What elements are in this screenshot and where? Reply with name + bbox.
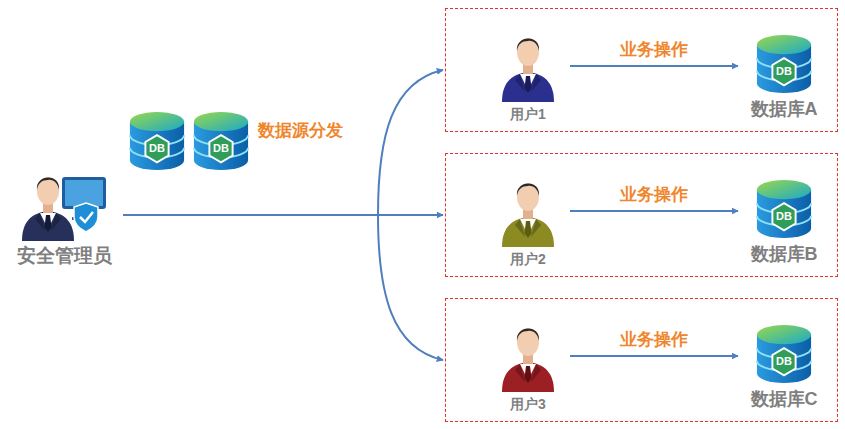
- person-name: 用户2: [510, 250, 546, 268]
- person-name: 用户1: [510, 105, 546, 123]
- arrow-connector: [570, 210, 738, 212]
- user-figure: [498, 320, 558, 392]
- icon-text: DB: [755, 210, 813, 223]
- arrow-connector: [123, 70, 443, 215]
- edge-label: 业务操作: [620, 38, 688, 61]
- person-figure: [22, 177, 74, 241]
- person-node: 用户2: [484, 172, 572, 268]
- icon-text: DB: [192, 142, 250, 155]
- edge-label: 业务操作: [620, 328, 688, 351]
- person-name: 安全管理员: [17, 244, 112, 268]
- person-figure: [502, 38, 554, 102]
- person-figure: [502, 183, 554, 247]
- icon-text: DB: [128, 142, 186, 155]
- database-icon: DB: [128, 110, 186, 172]
- edge-label: 数据源分发: [258, 119, 343, 142]
- database-icon: [128, 110, 186, 172]
- database-name: 数据库A: [751, 98, 818, 121]
- arrow-connector: [570, 355, 738, 357]
- database-icon: DB: [755, 323, 813, 385]
- edge-label-text: 数据源分发: [258, 121, 343, 140]
- icon-text: DB: [755, 355, 813, 368]
- database-name: 数据库B: [751, 243, 818, 266]
- icon-text: DB: [755, 65, 813, 78]
- person-node: 用户3: [484, 317, 572, 413]
- edge-label-text: 业务操作: [620, 40, 688, 59]
- edge-label-text: 业务操作: [620, 185, 688, 204]
- person-node: 安全管理员: [5, 158, 123, 268]
- database-icon: DB: [755, 33, 813, 95]
- database-icon: DB: [755, 178, 813, 240]
- database-icon: [755, 33, 813, 95]
- person-node: 用户1: [484, 27, 572, 123]
- edge-label-text: 业务操作: [620, 330, 688, 349]
- arrow-connector: [123, 215, 443, 360]
- database-node: DB 数据库C: [738, 311, 830, 411]
- group-box: 用户1 DB 数据库A: [445, 8, 838, 132]
- database-node: DB 数据库B: [738, 166, 830, 266]
- group-box: 用户3 DB 数据库C: [445, 298, 838, 422]
- database-icon: [755, 178, 813, 240]
- person-figure: [502, 328, 554, 392]
- user-figure: [498, 30, 558, 102]
- database-name: 数据库C: [751, 388, 818, 411]
- database-node: DB 数据库A: [738, 21, 830, 121]
- database-icon: [192, 110, 250, 172]
- edge-label: 业务操作: [620, 183, 688, 206]
- user-figure: [498, 175, 558, 247]
- database-icon: [755, 323, 813, 385]
- arrow-connector: [570, 65, 738, 67]
- group-box: 用户2 DB 数据库B: [445, 153, 838, 277]
- database-icon: DB: [192, 110, 250, 172]
- admin-figure: [14, 165, 114, 241]
- person-name: 用户3: [510, 395, 546, 413]
